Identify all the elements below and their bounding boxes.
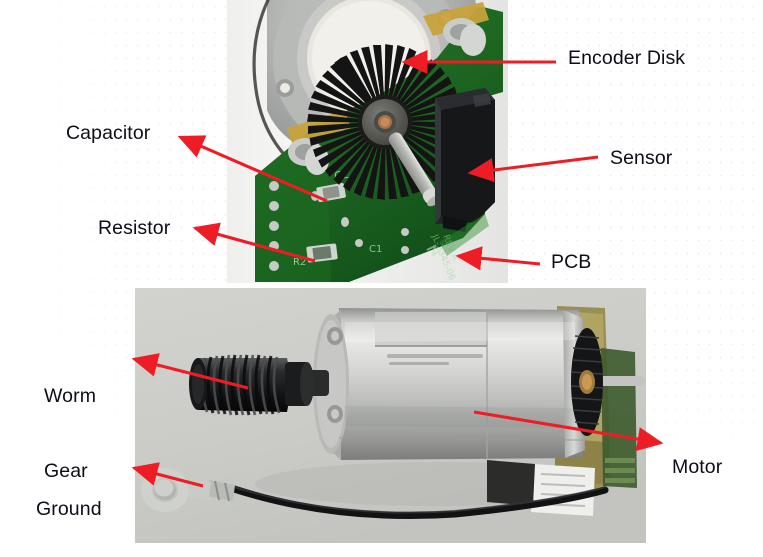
label-worm-gear: Worm Gear	[44, 334, 96, 534]
label-worm-gear-line2: Gear	[44, 460, 88, 482]
encoder-assembly-photo: C2 R2 C1 JL-2345-06 REV A	[227, 0, 508, 283]
svg-text:R2: R2	[293, 257, 306, 268]
label-encoder-disk: Encoder Disk	[568, 47, 686, 69]
label-ground-cable: Ground cable	[36, 447, 102, 557]
label-sensor: Sensor	[610, 147, 673, 169]
motor-illustration	[135, 288, 646, 543]
label-capacitor: Capacitor	[66, 122, 151, 144]
label-pcb: PCB	[551, 251, 592, 273]
label-resistor: Resistor	[98, 217, 171, 239]
label-ground-cable-line1: Ground	[36, 498, 102, 520]
motor-photo	[135, 288, 646, 543]
encoder-assembly-illustration: C2 R2 C1 JL-2345-06 REV A	[227, 0, 508, 283]
label-motor: Motor	[672, 456, 723, 478]
label-worm-gear-line1: Worm	[44, 385, 97, 407]
svg-text:C1: C1	[369, 244, 382, 255]
